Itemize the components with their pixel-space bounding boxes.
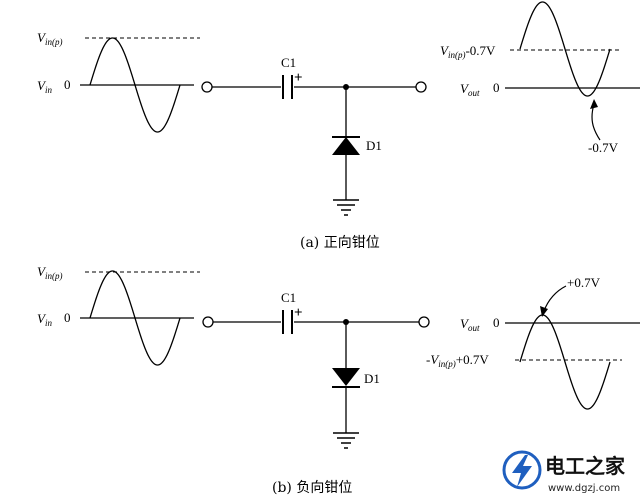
panel-a-caption: (a) 正向钳位 <box>300 235 380 251</box>
panel-b-output-terminal <box>418 316 430 328</box>
panel-a-ground-icon <box>333 199 359 216</box>
panel-a-vout-label: Vout <box>460 81 480 98</box>
panel-b-output-sine <box>519 314 611 410</box>
panel-b-circuit: C1 + D1 <box>202 290 430 449</box>
panel-b-peak-label: -Vin(p)+0.7V <box>426 352 489 369</box>
panel-b-output-zero: 0 <box>493 315 500 330</box>
panel-a-c1-label: C1 <box>281 55 296 70</box>
panel-a-circuit: C1 + D1 <box>201 55 427 216</box>
panel-a-annotation-label: -0.7V <box>588 140 619 155</box>
panel-a-output-zero: 0 <box>493 80 500 95</box>
panel-b-arrowhead <box>540 306 548 317</box>
panel-b-annotation-label: +0.7V <box>567 275 601 290</box>
panel-a-output-sine <box>519 1 611 97</box>
panel-b-c1-label: C1 <box>281 290 296 305</box>
panel-a: Vin(p) Vin 0 C1 + D1 <box>37 1 640 251</box>
panel-a-input-waveform: Vin(p) Vin 0 <box>37 30 200 133</box>
panel-a-peak-label: Vin(p)-0.7V <box>440 43 496 60</box>
panel-a-vin-label: Vin <box>37 78 52 95</box>
panel-a-annotation-arrow <box>591 103 601 141</box>
panel-b-ground-icon <box>333 432 359 449</box>
watermark-name: 电工之家 <box>545 454 626 478</box>
panel-b-vinp-label: Vin(p) <box>37 264 62 281</box>
panel-b-caption: (b) 负向钳位 <box>272 480 352 496</box>
watermark-logo: 电工之家 www.dgzj.com <box>490 438 640 502</box>
panel-a-output-terminal <box>415 81 427 93</box>
panel-b-plus-sign: + <box>294 305 303 321</box>
panel-a-input-terminal <box>201 81 213 93</box>
panel-b-d1-label: D1 <box>364 371 380 386</box>
panel-a-vinp-label: Vin(p) <box>37 30 62 47</box>
panel-b-annotation-arrow <box>543 285 567 312</box>
panel-b-input-sine <box>89 270 181 366</box>
panel-b-input-waveform: Vin(p) Vin 0 <box>37 264 200 366</box>
panel-b-vout-label: Vout <box>460 316 480 333</box>
panel-a-d1-label: D1 <box>366 138 382 153</box>
lightning-logo-icon <box>502 450 542 490</box>
panel-a-plus-sign: + <box>294 70 303 86</box>
panel-b: Vin(p) Vin 0 C1 + D1 <box>37 264 640 496</box>
panel-a-input-zero: 0 <box>64 77 71 92</box>
panel-b-diode-triangle <box>332 368 360 386</box>
panel-b-vin-label: Vin <box>37 311 52 328</box>
panel-b-output-waveform: Vout 0 -Vin(p)+0.7V +0.7V <box>426 275 640 410</box>
panel-a-arrowhead <box>590 99 598 109</box>
panel-b-input-terminal <box>202 316 214 328</box>
panel-a-output-waveform: Vin(p)-0.7V Vout 0 -0.7V <box>440 1 640 155</box>
panel-b-input-zero: 0 <box>64 310 71 325</box>
watermark-url: www.dgzj.com <box>548 483 620 494</box>
panel-a-input-sine <box>89 37 181 133</box>
panel-a-diode-triangle <box>332 137 360 155</box>
